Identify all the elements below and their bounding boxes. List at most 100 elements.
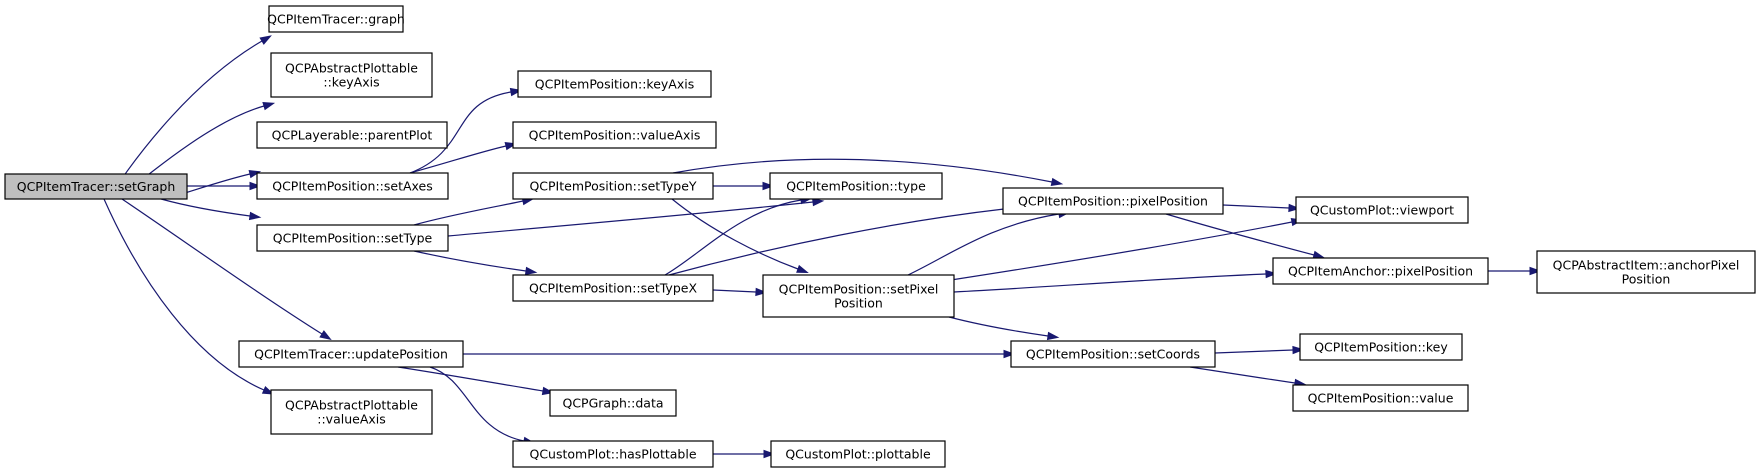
edge-setPixelPosition-to-setCoords [948,316,1060,341]
nodes-layer: QCPItemTracer::setGraph QCPItemTracer::gr… [4,5,1756,468]
edge-setType-to-setTypeY [413,197,535,226]
edge-setGraph-to-updatePosition [121,198,332,341]
edge-setCoords-to-posValue [1189,366,1307,388]
node-label: QCPItemPosition::key [1314,340,1448,355]
arrowhead [524,266,538,276]
node-label: QCPItemPosition::value [1308,391,1454,406]
edge-line [672,158,1053,183]
node-setTypeY[interactable]: QCPItemPosition::setTypeY [512,172,714,200]
node-label: QCPGraph::data [562,396,663,411]
node-pixelPosition[interactable]: QCPItemPosition::pixelPosition [1002,187,1224,215]
node-label: QCPItemPosition::valueAxis [529,128,701,143]
node-box [512,172,714,200]
node-box [256,224,449,252]
node-label: QCPItemTracer::updatePosition [254,347,448,362]
node-setType[interactable]: QCPItemPosition::setType [256,224,449,252]
node-posValueAxis[interactable]: QCPItemPosition::valueAxis [512,121,717,149]
arrowhead [1292,345,1305,355]
node-box [238,340,464,368]
arrowhead [762,181,775,191]
node-posType[interactable]: QCPItemPosition::type [769,172,943,200]
edge-line [1189,366,1296,384]
node-label: QCustomPlot::plottable [785,447,931,462]
node-label: ::valueAxis [317,412,386,427]
edge-setPixelPosition-to-anchorPixelPosition [953,269,1278,293]
node-valueAxisPlottable[interactable]: QCPAbstractPlottable::valueAxis [270,389,433,435]
node-label: QCustomPlot::hasPlottable [529,447,696,462]
node-box [1002,187,1224,215]
node-keyAxisPlottable[interactable]: QCPAbstractPlottable::keyAxis [270,52,433,98]
edge-line [953,273,1267,293]
node-box [1292,384,1469,412]
node-label: QCPItemPosition::keyAxis [535,77,694,92]
edge-line [121,198,323,335]
node-label: QCPItemPosition::setAxes [272,179,433,194]
edge-line [413,200,524,226]
node-box [1536,250,1756,294]
arrowhead [1288,203,1301,213]
edge-line [950,221,1293,281]
node-label: QCPItemTracer::graph [267,12,405,27]
edge-setTypeX-to-pixelPosition [668,204,1016,276]
edge-anchorPixelPosition-to-abstractItemAnchor [1488,266,1542,276]
node-box [770,440,946,468]
arrowhead [249,181,262,191]
arrowhead [259,35,272,45]
arrowhead [1046,331,1060,341]
node-posValue[interactable]: QCPItemPosition::value [1292,384,1469,412]
node-updatePosition[interactable]: QCPItemTracer::updatePosition [238,340,464,368]
node-hasPlottable[interactable]: QCustomPlot::hasPlottable [512,440,714,468]
node-box [517,70,712,98]
edge-line [948,316,1049,337]
node-label: QCPItemAnchor::pixelPosition [1288,264,1473,279]
node-graphData[interactable]: QCPGraph::data [549,389,677,417]
edge-setTypeY-to-posType [713,181,775,191]
node-setAxes[interactable]: QCPItemPosition::setAxes [256,172,449,200]
edge-setCoords-to-posKey [1214,345,1305,355]
edge-setType-to-setTypeX [413,250,538,276]
edge-updatePosition-to-hasPlottable [429,366,536,445]
edge-line [671,198,799,270]
node-parentPlot[interactable]: QCPLayerable::parentPlot [256,121,448,149]
edge-setTypeX-to-posType [664,195,813,276]
arrowhead [796,264,809,274]
node-posKeyAxis[interactable]: QCPItemPosition::keyAxis [517,70,712,98]
node-label: ::keyAxis [323,75,379,90]
node-label: QCPItemPosition::setType [273,231,433,246]
node-box [512,121,717,149]
node-setTypeX[interactable]: QCPItemPosition::setTypeX [512,274,714,302]
node-box [512,274,714,302]
edge-line [1214,349,1294,354]
node-box [4,173,188,200]
edge-setType-to-posType [447,197,825,237]
arrowhead [763,449,776,459]
edge-setTypeY-to-setPixelPosition [671,198,809,274]
node-box [270,389,433,435]
arrowhead [248,170,262,179]
node-setCoords[interactable]: QCPItemPosition::setCoords [1010,340,1216,368]
node-setGraph[interactable]: QCPItemTracer::setGraph [4,173,188,200]
node-box [769,172,943,200]
edge-line [409,145,507,174]
edge-line [447,201,814,237]
node-anchorPixelPosition[interactable]: QCPItemAnchor::pixelPosition [1272,257,1489,285]
node-label: QCPLayerable::parentPlot [272,128,433,143]
edge-line [409,91,512,174]
node-plottable[interactable]: QCustomPlot::plottable [770,440,946,468]
node-viewport[interactable]: QCustomPlot::viewport [1295,196,1469,224]
edge-line [668,208,1005,276]
node-posKey[interactable]: QCPItemPosition::key [1299,333,1463,361]
node-box [1272,257,1489,285]
node-label: QCPItemTracer::setGraph [17,179,176,194]
node-box [1299,333,1463,361]
arrowhead [319,330,332,341]
arrowhead [755,287,768,297]
arrowhead [1529,266,1542,276]
edge-setTypeY-to-pixelPosition [672,158,1064,186]
node-graph[interactable]: QCPItemTracer::graph [267,5,405,33]
edge-line [907,213,1060,276]
arrowhead [1050,177,1064,186]
